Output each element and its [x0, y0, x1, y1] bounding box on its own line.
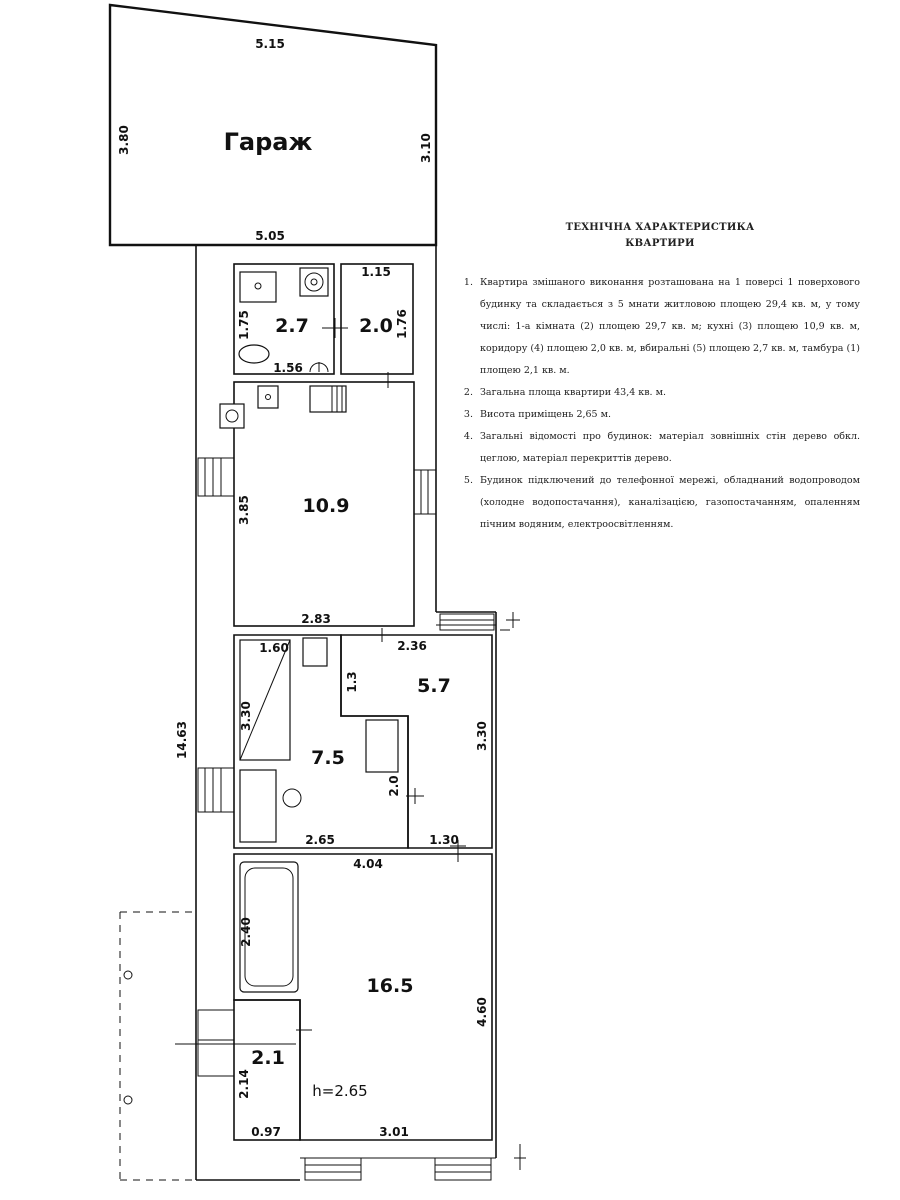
dim-5-7-width: 2.36 — [397, 639, 427, 653]
tech-item: Квартира змішаного виконання розташована… — [476, 272, 860, 382]
dim-5-7-height: 3.30 — [475, 721, 489, 751]
dim-vestibule-width: 0.97 — [251, 1125, 281, 1139]
tech-title-line1: ТЕХНІЧНА ХАРАКТЕРИСТИКА — [565, 222, 755, 233]
tech-item: Загальні відомості про будинок: матеріал… — [476, 426, 860, 470]
room-area-7-5: 7.5 — [311, 747, 345, 769]
room-area-kitchen: 10.9 — [303, 495, 350, 517]
house-outline — [195, 245, 497, 1181]
room-vestibule: 2.1 2.14 0.97 — [233, 999, 301, 1141]
room-area-storage: 2.0 — [359, 315, 393, 337]
dim-wc-height: 1.75 — [237, 310, 251, 340]
tech-item: Будинок підключений до телефонної мережі… — [476, 470, 860, 536]
room-area-5-7: 5.7 — [417, 675, 451, 697]
room-16-5: 16.5 4.04 2.40 4.60 3.01 h=2.65 — [233, 840, 493, 1141]
window — [439, 613, 495, 631]
dim-7-5-inner-width: 1.60 — [259, 641, 289, 655]
dim-7-5-width: 2.65 — [305, 833, 335, 847]
ceiling-height-label: h=2.65 — [312, 1082, 367, 1100]
toilet-icon — [238, 344, 270, 364]
room-wc: 2.7 1.75 1.56 — [233, 263, 348, 375]
room-7-5: 7.5 1.60 3.30 2.65 2.0 — [233, 628, 424, 849]
stove-icon — [299, 267, 329, 297]
tech-title-line2: КВАРТИРИ — [625, 238, 695, 249]
section-break-marks — [500, 612, 526, 1170]
garage-dim-bottom: 5.05 — [255, 229, 285, 243]
sofa-icon — [239, 769, 277, 843]
dim-5-7-bottom: 1.30 — [429, 833, 459, 847]
dim-vestibule-height: 2.14 — [237, 1069, 251, 1099]
dim-16-5-bottom: 3.01 — [379, 1125, 409, 1139]
bathtub-icon — [239, 861, 299, 993]
tech-item: Висота приміщень 2,65 м. — [476, 404, 860, 426]
window — [413, 469, 437, 515]
dim-16-5-bath: 2.40 — [239, 917, 253, 947]
dim-16-5-width: 4.04 — [353, 857, 383, 871]
tech-item: Загальна площа квартири 43,4 кв. м. — [476, 382, 860, 404]
sink-icon — [257, 385, 279, 409]
sink-icon — [239, 271, 277, 303]
dim-storage-width: 1.15 — [361, 265, 391, 279]
dim-kitchen-height: 3.85 — [237, 495, 251, 525]
room-kitchen: 10.9 3.85 2.83 — [219, 381, 415, 627]
dim-5-7-recess: 1.3 — [345, 671, 359, 692]
garage-dim-top: 5.15 — [255, 37, 285, 51]
stove-icon — [309, 385, 347, 413]
dim-7-5-inner-height: 3.30 — [239, 701, 253, 731]
window — [197, 457, 235, 497]
room-storage: 2.0 1.15 1.76 — [340, 263, 414, 388]
room-area-16-5: 16.5 — [367, 975, 414, 997]
dim-7-5-side: 2.0 — [387, 775, 401, 796]
window — [197, 767, 235, 813]
dim-storage-height: 1.76 — [395, 309, 409, 339]
window — [434, 1157, 492, 1181]
garage-label: Гараж — [224, 128, 313, 156]
dim-wc-width: 1.56 — [273, 361, 303, 375]
stove-icon — [219, 403, 245, 429]
tech-list: Квартира змішаного виконання розташована… — [460, 272, 860, 536]
garage: Гараж 5.15 5.05 3.80 3.10 — [108, 3, 438, 247]
tech-title: ТЕХНІЧНА ХАРАКТЕРИСТИКА КВАРТИРИ — [460, 220, 860, 252]
porch — [119, 911, 296, 1181]
room-area-wc: 2.7 — [275, 315, 309, 337]
garage-dim-left: 3.80 — [117, 125, 131, 155]
room-area-vestibule: 2.1 — [251, 1047, 285, 1069]
technical-characteristics: ТЕХНІЧНА ХАРАКТЕРИСТИКА КВАРТИРИ Квартир… — [460, 220, 860, 536]
dim-kitchen-width: 2.83 — [301, 612, 331, 626]
window — [197, 1009, 235, 1077]
dim-overall-length: 14.63 — [175, 721, 189, 759]
window — [304, 1157, 362, 1181]
cabinet-icon — [365, 719, 399, 773]
room-5-7 — [340, 634, 493, 849]
cabinet-icon — [302, 637, 328, 667]
garage-dim-right: 3.10 — [419, 133, 433, 163]
dim-16-5-height: 4.60 — [475, 997, 489, 1027]
